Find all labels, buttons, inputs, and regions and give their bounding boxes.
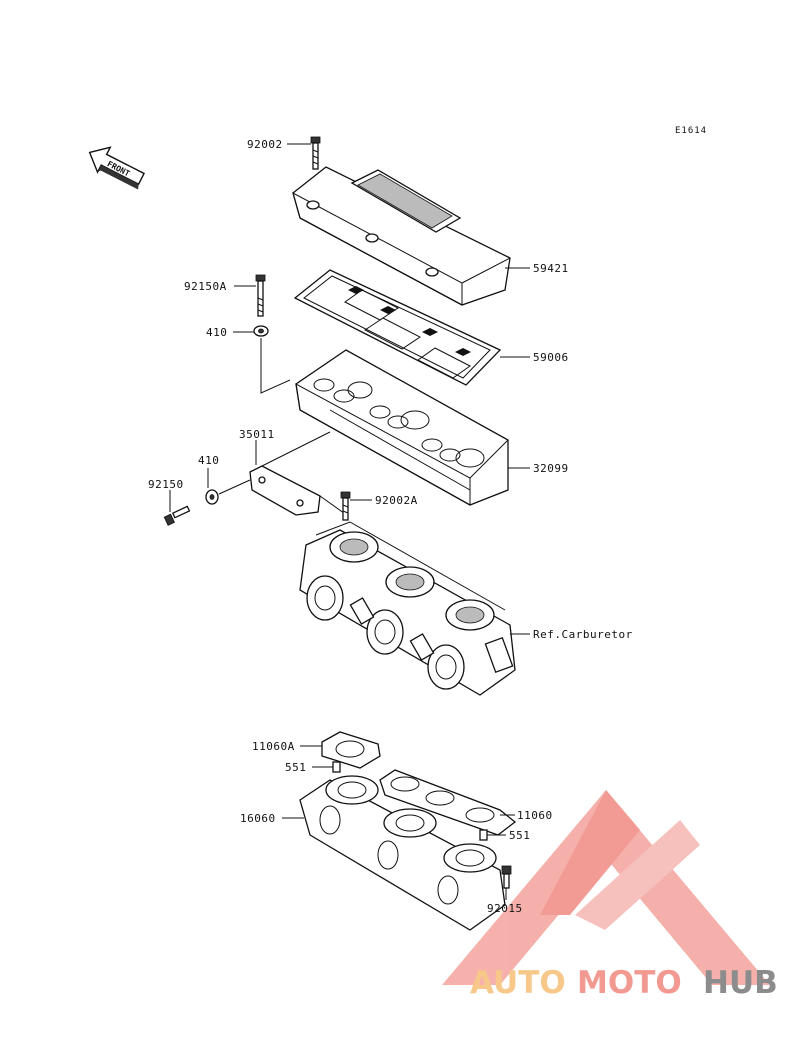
label-59006: 59006 bbox=[533, 351, 569, 364]
label-11060: 11060 bbox=[517, 809, 553, 822]
carburetor-assembly bbox=[299, 521, 516, 696]
label-92002A: 92002A bbox=[375, 494, 418, 507]
washer-410-top bbox=[253, 325, 269, 337]
label-92015: 92015 bbox=[487, 902, 523, 915]
watermark-logo bbox=[442, 790, 770, 985]
label-551-right: 551 bbox=[509, 829, 530, 842]
label-410-top: 410 bbox=[206, 326, 227, 339]
label-410-lower: 410 bbox=[198, 454, 219, 467]
watermark-text: AUTO MOTO HUB bbox=[470, 965, 778, 1001]
label-11060A: 11060A bbox=[252, 740, 295, 753]
gasket-11060 bbox=[379, 769, 517, 836]
diagram-code: E1614 bbox=[675, 126, 707, 136]
front-arrow-icon: FRONT bbox=[88, 146, 145, 190]
label-35011: 35011 bbox=[239, 428, 275, 441]
cover-59421 bbox=[292, 166, 511, 306]
label-carburetor: Ref.Carburetor bbox=[533, 628, 633, 641]
bolt-92002A bbox=[340, 491, 351, 521]
label-92002: 92002 bbox=[247, 138, 283, 151]
dowel-551-top bbox=[332, 761, 341, 773]
watermark-hub: HUB bbox=[703, 965, 778, 1001]
bolt-92015 bbox=[501, 865, 512, 889]
airbox-32099 bbox=[295, 349, 509, 506]
bolt-92002 bbox=[310, 136, 321, 170]
gasket-11060A bbox=[321, 731, 381, 769]
label-32099: 32099 bbox=[533, 462, 569, 475]
label-92150A: 92150A bbox=[184, 280, 227, 293]
bolt-92150A bbox=[255, 274, 266, 317]
label-16060: 16060 bbox=[240, 812, 276, 825]
watermark-auto: AUTO bbox=[470, 965, 566, 1001]
label-59421: 59421 bbox=[533, 262, 569, 275]
bracket-35011 bbox=[249, 465, 321, 516]
gasket-59006 bbox=[293, 269, 502, 386]
watermark-moto: MOTO bbox=[577, 965, 682, 1001]
manifold-16060 bbox=[299, 775, 506, 931]
label-551-top: 551 bbox=[285, 761, 306, 774]
bolt-92150 bbox=[163, 505, 191, 526]
label-92150: 92150 bbox=[148, 478, 184, 491]
dowel-551-right bbox=[479, 829, 488, 841]
washer-410-lower bbox=[205, 489, 219, 505]
